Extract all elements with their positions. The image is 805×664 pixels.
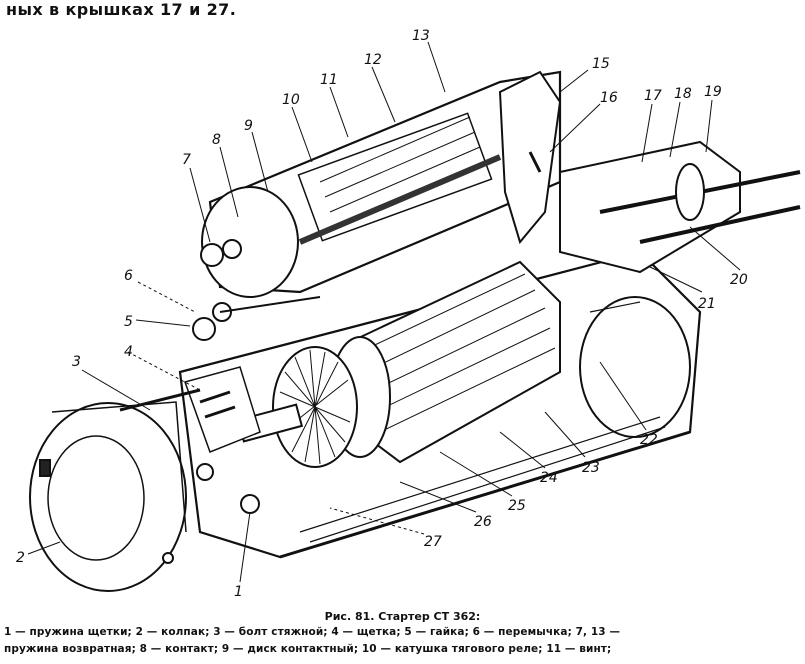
- callout-labels: 1 2 3 4 5 6 7 8 9 10 11 12 13 15 16 17 1…: [16, 28, 748, 600]
- header-text: ных в крышках 17 и 27.: [6, 0, 237, 19]
- callout-4: 4: [124, 344, 133, 360]
- callout-15: 15: [592, 56, 610, 72]
- callout-11: 11: [320, 72, 338, 88]
- lever: [498, 70, 562, 245]
- callout-9: 9: [244, 118, 253, 134]
- callout-17: 17: [644, 88, 662, 104]
- leader-lines: [27, 41, 741, 583]
- callout-27: 27: [424, 534, 442, 550]
- callout-2: 2: [16, 550, 25, 566]
- callout-25: 25: [508, 498, 526, 514]
- callout-7: 7: [182, 152, 191, 168]
- figure-caption-line-2: пружина возвратная; 8 — контакт; 9 — дис…: [4, 643, 612, 655]
- callout-20: 20: [730, 272, 748, 288]
- callout-8: 8: [212, 132, 221, 148]
- callout-16: 16: [600, 90, 618, 106]
- callout-6: 6: [124, 268, 133, 284]
- terminals: [192, 239, 321, 341]
- starter-illustration: 1 2 3 4 5 6 7 8 9 10 11 12 13 15 16 17 1…: [0, 12, 805, 604]
- callout-18: 18: [674, 86, 692, 102]
- callout-5: 5: [124, 314, 133, 330]
- solenoid: [201, 70, 562, 298]
- figure-caption-title: Рис. 81. Стартер СТ 362:: [324, 610, 481, 623]
- figure-caption-line-1: 1 — пружина щетки; 2 — колпак; 3 — болт …: [4, 626, 621, 638]
- callout-1: 1: [234, 584, 243, 600]
- brush-assembly: [184, 366, 261, 514]
- callout-10: 10: [282, 92, 300, 108]
- callout-26: 26: [474, 514, 492, 530]
- end-cap: [29, 401, 187, 592]
- callout-22: 22: [640, 432, 658, 448]
- callout-21: 21: [698, 296, 716, 312]
- callout-19: 19: [704, 84, 722, 100]
- callout-24: 24: [540, 470, 558, 486]
- drive-end: [559, 140, 801, 274]
- callout-12: 12: [364, 52, 382, 68]
- callout-23: 23: [582, 460, 600, 476]
- callout-3: 3: [72, 354, 81, 370]
- callout-13: 13: [412, 28, 430, 44]
